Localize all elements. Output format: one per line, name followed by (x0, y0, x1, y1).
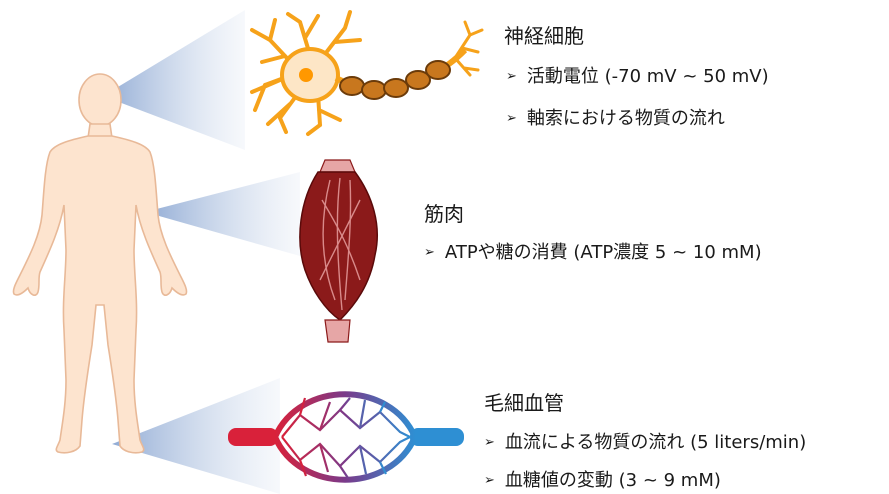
capillary-heading: 毛細血管 (484, 391, 564, 415)
bullet-marker: ➢ (484, 473, 495, 488)
bullet-text: 軸索における物質の流れ (526, 108, 725, 129)
neuron-bullet-2: ➢ 軸索における物質の流れ (506, 104, 725, 130)
neuron-bullet-1: ➢ 活動電位 (-70 mV ~ 50 mV) (506, 62, 769, 88)
muscle-bullet-1: ➢ ATPや糖の消費 (ATP濃度 5 ~ 10 mM) (424, 238, 762, 264)
bullet-text: 活動電位 (-70 mV ~ 50 mV) (526, 66, 769, 87)
beam-muscle (145, 172, 300, 256)
bullet-marker: ➢ (506, 111, 517, 126)
human-body-icon (12, 73, 188, 454)
capillary-bullet-2: ➢ 血糖値の変動 (3 ~ 9 mM) (484, 466, 721, 492)
bullet-marker: ➢ (484, 435, 495, 450)
muscle-icon (299, 159, 378, 343)
neuron-icon (250, 10, 484, 136)
beam-neuron (103, 10, 245, 150)
bullet-marker: ➢ (424, 245, 435, 260)
magnification-beams (103, 10, 300, 494)
muscle-heading: 筋肉 (424, 202, 464, 226)
capillary-bullet-1: ➢ 血流による物質の流れ (5 liters/min) (484, 428, 806, 454)
bullet-text: 血流による物質の流れ (5 liters/min) (504, 432, 807, 453)
capillary-network-icon (228, 391, 464, 483)
bullet-text: 血糖値の変動 (3 ~ 9 mM) (504, 470, 721, 491)
bullet-text: ATPや糖の消費 (ATP濃度 5 ~ 10 mM) (444, 242, 762, 263)
neuron-heading: 神経細胞 (504, 24, 584, 48)
beam-capillary (112, 378, 280, 494)
bullet-marker: ➢ (506, 69, 517, 84)
